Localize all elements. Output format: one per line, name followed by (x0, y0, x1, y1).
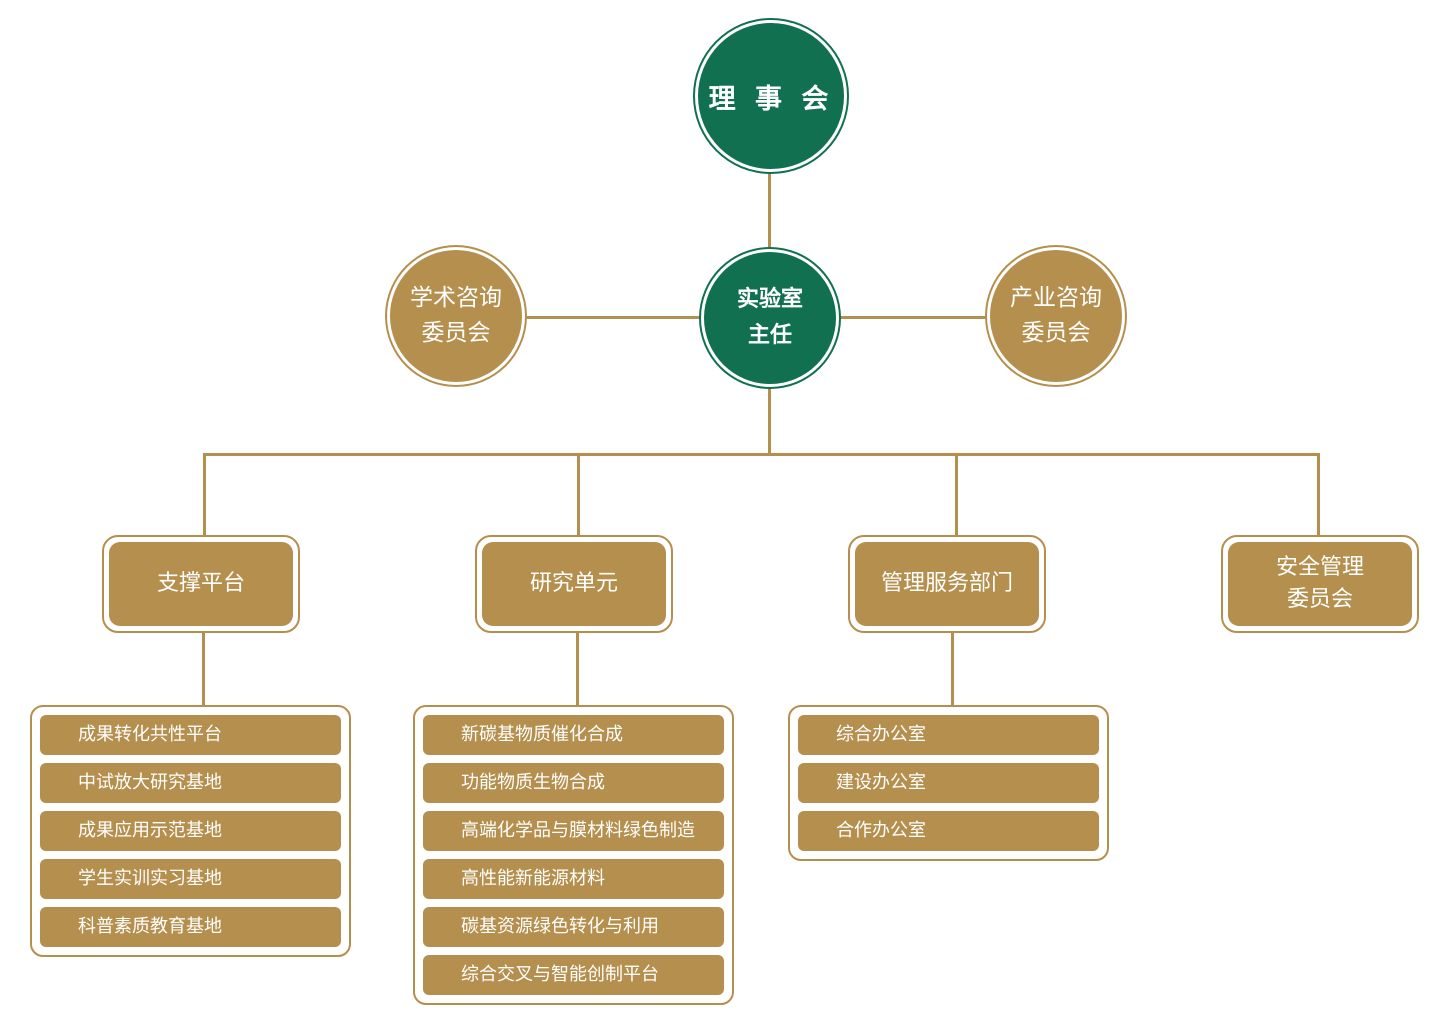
list-item: 合作办公室 (798, 811, 1099, 851)
list-item: 高端化学品与膜材料绿色制造 (423, 811, 724, 851)
dept-safety-committee: 安全管理 委员会 (1221, 535, 1419, 633)
list-item: 综合交叉与智能创制平台 (423, 955, 724, 995)
list-item: 碳基资源绿色转化与利用 (423, 907, 724, 947)
list-item: 成果转化共性平台 (40, 715, 341, 755)
list-item: 学生实训实习基地 (40, 859, 341, 899)
dept-research-unit-label: 研究单元 (482, 542, 666, 626)
list-item: 建设办公室 (798, 763, 1099, 803)
academic-committee-node: 学术咨询 委员会 (390, 250, 522, 382)
support-platform-list: 成果转化共性平台 中试放大研究基地 成果应用示范基地 学生实训实习基地 科普素质… (30, 705, 351, 957)
list-item: 新碳基物质催化合成 (423, 715, 724, 755)
dept-safety-committee-label: 安全管理 委员会 (1228, 542, 1412, 626)
connector-director-industry (839, 316, 987, 319)
list-item: 科普素质教育基地 (40, 907, 341, 947)
director-node: 实验室 主任 (704, 252, 836, 384)
industry-committee-label: 产业咨询 委员会 (1010, 285, 1102, 346)
board-node: 理 事 会 (698, 23, 844, 169)
connector-board-director (768, 170, 771, 248)
connector-support-list (202, 632, 205, 706)
academic-committee-label: 学术咨询 委员会 (410, 285, 502, 346)
board-label: 理 事 会 (708, 83, 834, 115)
connector-research-list (576, 632, 579, 706)
connector-drop-research (577, 453, 580, 537)
connector-academic-director (523, 316, 701, 319)
connector-drop-support (203, 453, 206, 537)
dept-support-platform: 支撑平台 (102, 535, 300, 633)
connector-drop-safety (1317, 453, 1320, 537)
list-item: 中试放大研究基地 (40, 763, 341, 803)
connector-drop-management (955, 453, 958, 537)
dept-research-unit: 研究单元 (475, 535, 673, 633)
connector-director-down (768, 386, 771, 454)
connector-horizontal-bus (203, 453, 1320, 456)
management-service-list: 综合办公室 建设办公室 合作办公室 (788, 705, 1109, 861)
dept-management-service: 管理服务部门 (848, 535, 1046, 633)
research-unit-list: 新碳基物质催化合成 功能物质生物合成 高端化学品与膜材料绿色制造 高性能新能源材… (413, 705, 734, 1005)
list-item: 成果应用示范基地 (40, 811, 341, 851)
director-label: 实验室 主任 (736, 287, 803, 348)
industry-committee-node: 产业咨询 委员会 (990, 250, 1122, 382)
list-item: 功能物质生物合成 (423, 763, 724, 803)
dept-management-service-label: 管理服务部门 (855, 542, 1039, 626)
connector-management-list (951, 632, 954, 706)
dept-support-platform-label: 支撑平台 (109, 542, 293, 626)
list-item: 高性能新能源材料 (423, 859, 724, 899)
list-item: 综合办公室 (798, 715, 1099, 755)
